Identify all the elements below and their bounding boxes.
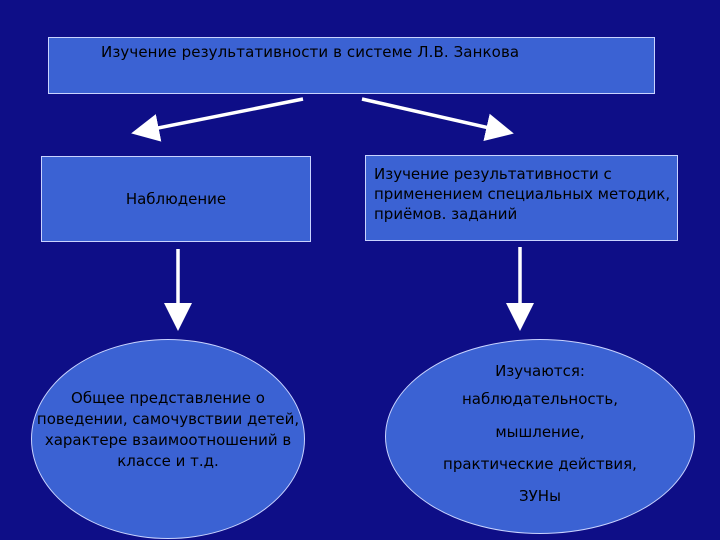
observation-result-ellipse: Общее представление о поведении, самочув… xyxy=(31,339,305,539)
title-box: Изучение результативности в системе Л.В.… xyxy=(48,37,655,94)
arrow-title-to-observation xyxy=(131,97,304,142)
arrow-title-to-methods xyxy=(361,97,514,141)
observation-result-text: Общее представление о поведении, самочув… xyxy=(36,389,300,470)
studied-ellipse: Изучаются: наблюдательность, мышление, п… xyxy=(385,339,695,534)
title-text: Изучение результативности в системе Л.В.… xyxy=(101,43,520,61)
methods-label: Изучение результативности с применением … xyxy=(374,165,671,223)
observation-label: Наблюдение xyxy=(125,190,227,208)
studied-heading: Изучаются: xyxy=(495,362,585,380)
studied-item: мышление, xyxy=(495,423,585,441)
studied-item: наблюдательность, xyxy=(462,390,618,408)
studied-item: ЗУНы xyxy=(519,487,561,505)
observation-box: Наблюдение xyxy=(41,156,311,242)
methods-box: Изучение результативности с применением … xyxy=(365,155,678,241)
studied-item: практические действия, xyxy=(443,455,637,473)
